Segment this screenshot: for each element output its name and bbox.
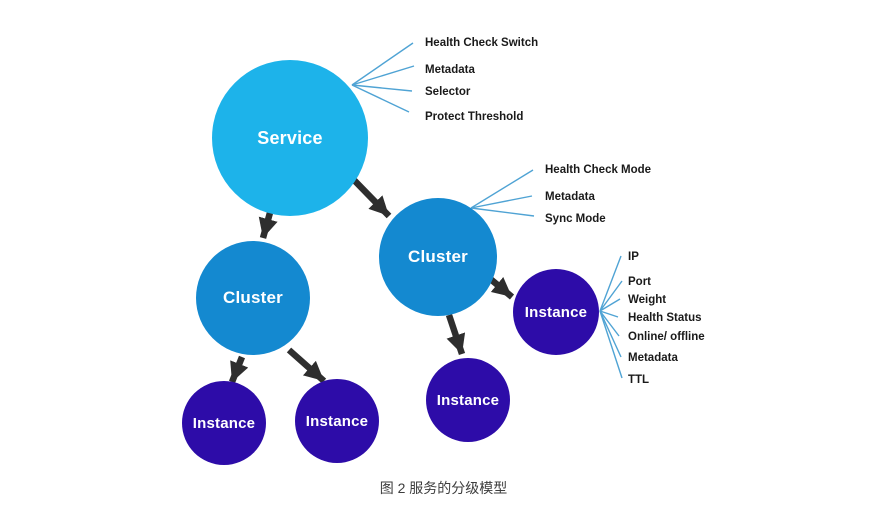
instance-attr-ip: IP — [628, 251, 639, 263]
service-attr-metadata: Metadata — [425, 64, 475, 76]
fanline-service-protect-threshold — [351, 84, 410, 113]
fanline-cluster-sync-mode — [470, 207, 535, 217]
arrow-service-to-cluster-left — [258, 208, 278, 239]
cluster-attr-health-check-mode: Health Check Mode — [545, 164, 652, 176]
service-node: Service — [212, 60, 368, 216]
fanline-service-health-check-switch — [351, 42, 414, 86]
fanline-instance-ttl — [599, 310, 623, 379]
cluster-right-node-label: Cluster — [408, 247, 468, 266]
instance-attr-weight: Weight — [628, 294, 667, 306]
fanline-cluster-metadata — [470, 195, 533, 209]
fanline-cluster-health-check-mode — [470, 169, 534, 209]
figure-caption: 图 2 服务的分级模型 — [379, 480, 508, 496]
instance-left-1-node: Instance — [182, 381, 266, 465]
instance-attr-metadata: Metadata — [628, 352, 678, 364]
instance-attr-health-status: Health Status — [628, 312, 702, 324]
arrow-cluster-left-to-instance-2 — [286, 347, 327, 384]
cluster-left-node-label: Cluster — [223, 288, 283, 307]
instance-attr-ttl: TTL — [628, 374, 650, 386]
service-node-label: Service — [257, 127, 323, 148]
fanline-instance-metadata — [599, 310, 622, 358]
instance-left-2-node-label: Instance — [305, 412, 369, 430]
cluster-right-node: Cluster — [379, 198, 497, 316]
instance-attr-online-offline: Online/ offline — [628, 331, 705, 343]
service-attr-protect-threshold: Protect Threshold — [425, 111, 524, 123]
fanline-instance-port — [599, 280, 623, 312]
cluster-attr-sync-mode: Sync Mode — [545, 213, 606, 225]
instance-mid-node-label: Instance — [436, 391, 500, 409]
cluster-attr-metadata: Metadata — [545, 191, 595, 203]
fanline-service-selector — [351, 84, 413, 92]
service-attr-selector: Selector — [425, 86, 471, 98]
instance-left-1-node-label: Instance — [192, 414, 256, 432]
instance-attr-port: Port — [628, 276, 651, 288]
instance-mid-node: Instance — [426, 358, 510, 442]
fanline-instance-ip — [599, 255, 622, 312]
fanline-service-metadata — [351, 65, 415, 86]
instance-right-node-label: Instance — [524, 303, 588, 321]
fanline-instance-online-offline — [599, 310, 620, 337]
instance-right-node: Instance — [513, 269, 599, 355]
arrow-cluster-right-to-instance-mid — [445, 313, 466, 356]
service-attr-health-check-switch: Health Check Switch — [425, 37, 539, 49]
arrow-service-to-cluster-right — [350, 176, 392, 219]
cluster-left-node: Cluster — [196, 241, 310, 355]
fanline-instance-weight — [599, 298, 621, 312]
fanline-instance-health-status — [599, 310, 619, 318]
arrow-cluster-left-to-instance-1 — [228, 355, 249, 384]
instance-left-2-node: Instance — [295, 379, 379, 463]
